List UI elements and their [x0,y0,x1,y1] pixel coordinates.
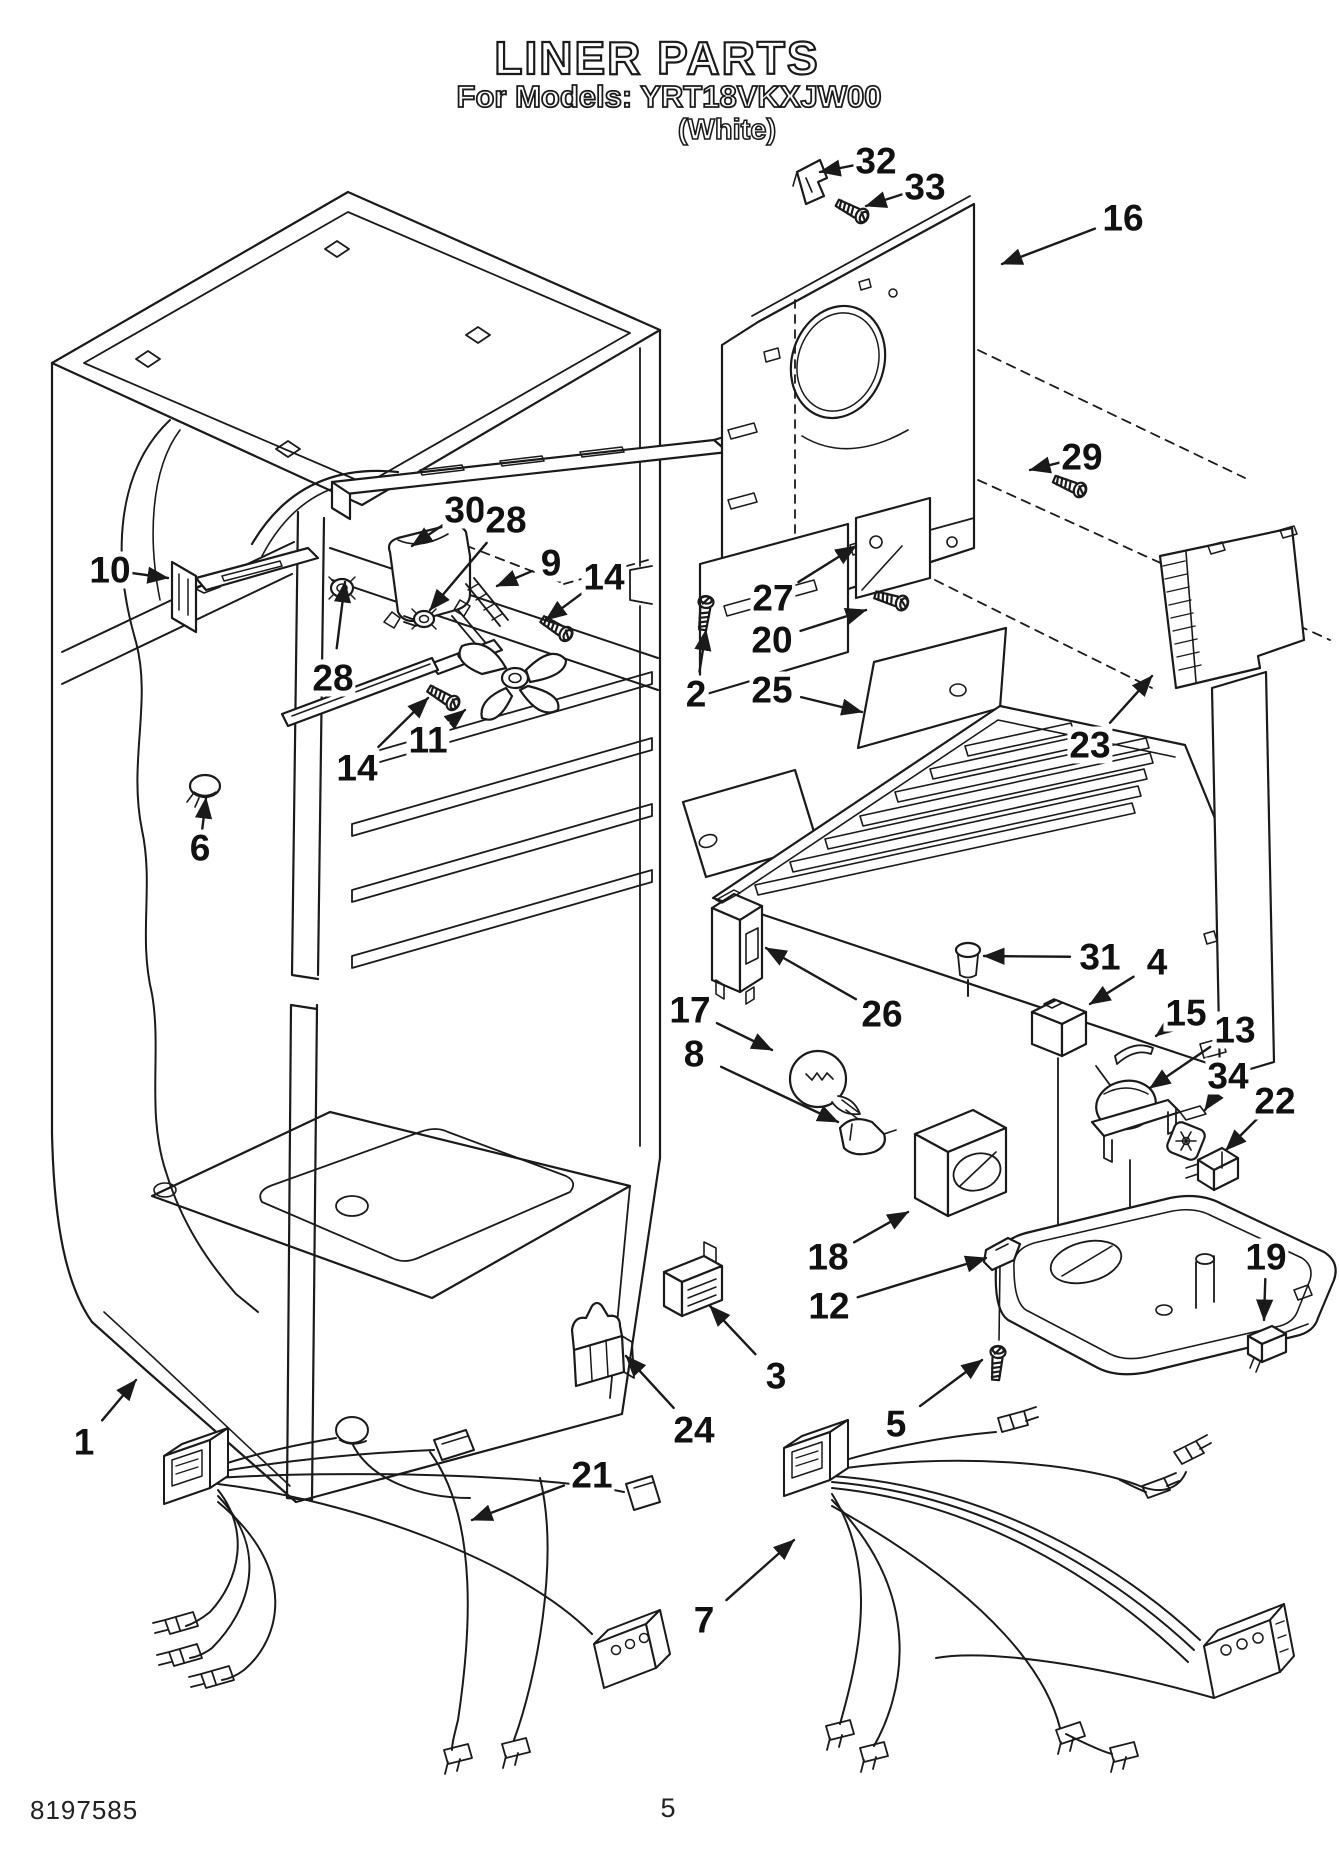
callout-label-19-29: 19 [1243,1236,1289,1278]
page-title: LINER PARTS [494,32,819,84]
callout-leader-4-22 [1088,975,1135,1006]
callout-leader-18-27 [852,1210,910,1244]
callout-leader-8-19 [719,1065,840,1124]
callout-leader-14-15 [377,696,430,749]
callout-leader-30-5 [410,521,448,548]
callout-label-16-2: 16 [1100,197,1146,239]
relay-24 [570,1301,635,1388]
callout-label-20-10: 20 [749,619,795,661]
defrost-thermostat-4 [1030,998,1088,1289]
callout-leader-12-28 [856,1255,988,1299]
callout-leader-24-31 [624,1354,675,1410]
callout-label-24-31: 24 [671,1409,717,1451]
callout-leader-29-3 [1028,456,1066,474]
callout-label-10-4: 10 [87,549,133,591]
callout-leader-1-33 [100,1378,138,1422]
callout-leader-33-1 [864,191,906,208]
callout-label-15-23: 15 [1163,992,1209,1034]
star-washer-34 [1166,1121,1206,1161]
callout-leader-7-35 [725,1538,796,1602]
callout-leader-17-18 [715,1021,774,1052]
drain-clip-19 [1246,1324,1288,1373]
callout-leader-14-8 [544,590,585,622]
light-lens-18 [913,1108,1008,1218]
callout-leader-31-21 [982,947,1072,965]
bulb-socket-8 [838,1117,897,1156]
page-number: 5 [660,1793,676,1823]
callout-leader-13-24 [1148,1045,1212,1090]
callout-leader-20-10 [799,608,868,633]
callout-label-26-20: 26 [859,993,905,1035]
rear-air-duct-panel [694,158,1331,698]
callout-leader-3-30 [708,1304,757,1356]
callout-label-13-24: 13 [1212,1009,1258,1051]
callout-leader-2-11 [694,628,712,673]
callout-leader-19-29 [1256,1277,1274,1322]
access-plate-27 [854,496,932,600]
motor-strap [280,656,440,728]
callout-leader-22-26 [1224,1116,1260,1152]
callout-label-5-32: 5 [883,1403,909,1445]
callout-leader-21-34 [470,1484,566,1522]
callout-label-12-28: 12 [806,1285,852,1327]
callout-label-32-0: 32 [853,140,899,182]
callout-leader-9-7 [495,569,534,588]
document-number: 8197585 [30,1795,139,1825]
callout-label-14-15: 14 [334,747,380,789]
callout-label-25-12: 25 [749,669,795,711]
callout-label-18-27: 18 [805,1236,851,1278]
callout-label-2-11: 2 [683,673,709,715]
callout-label-33-1: 33 [902,166,948,208]
callout-label-11-16: 11 [406,719,450,761]
callout-label-7-35: 7 [691,1599,717,1641]
callout-leader-27-9 [797,544,858,584]
louvered-evaporator-cover-25 [681,626,1242,1072]
finish-line: (White) [678,114,776,146]
wire-clip-15 [1114,1044,1154,1065]
callout-leader-25-12 [799,695,864,716]
callout-label-29-3: 29 [1059,436,1105,478]
push-pin-31 [954,941,982,997]
clip-22 [1185,1146,1240,1192]
callout-label-27-9: 27 [750,577,796,619]
callout-leader-28-14 [333,580,352,650]
callout-leader-10-4 [129,566,170,584]
clip-3 [662,1241,724,1318]
callout-leader-6-17 [194,796,213,832]
callout-label-3-30: 3 [763,1355,789,1397]
callout-label-30-5: 30 [442,489,488,531]
callout-leader-28-6 [428,541,488,612]
callout-label-28-14: 28 [310,657,356,699]
callout-leader-32-0 [818,159,858,177]
callout-label-22-26: 22 [1252,1080,1298,1122]
callout-label-28-6: 28 [483,499,529,541]
callout-label-1-33: 1 [71,1421,97,1463]
callout-label-8-19: 8 [681,1033,707,1075]
models-line: For Models: YRT18VKXJW00 [457,79,882,114]
wiring-harness-7 [783,1406,1295,1773]
callout-label-6-17: 6 [187,827,213,869]
fan-blade-11 [458,642,568,721]
callout-leader-5-32 [918,1358,984,1408]
callout-label-4-22: 4 [1144,941,1170,983]
callout-label-31-21: 31 [1077,936,1123,978]
callout-leader-16-2 [1000,227,1097,266]
motor-grommet-28-right [411,608,437,630]
callout-label-23-13: 23 [1067,724,1113,766]
callout-leader-23-13 [1108,674,1154,724]
air-duct-23 [1158,525,1306,1080]
callout-label-9-7: 9 [538,542,564,584]
hole-plug-6 [186,773,222,808]
callout-label-34-25: 34 [1205,1055,1251,1097]
callout-label-14-8: 14 [581,556,627,598]
top-rail-and-bracket [170,430,754,634]
control-cover-26 [710,889,764,1005]
callout-label-17-18: 17 [667,989,713,1031]
callout-leader-26-20 [764,946,858,1001]
callout-label-21-34: 21 [569,1454,615,1496]
